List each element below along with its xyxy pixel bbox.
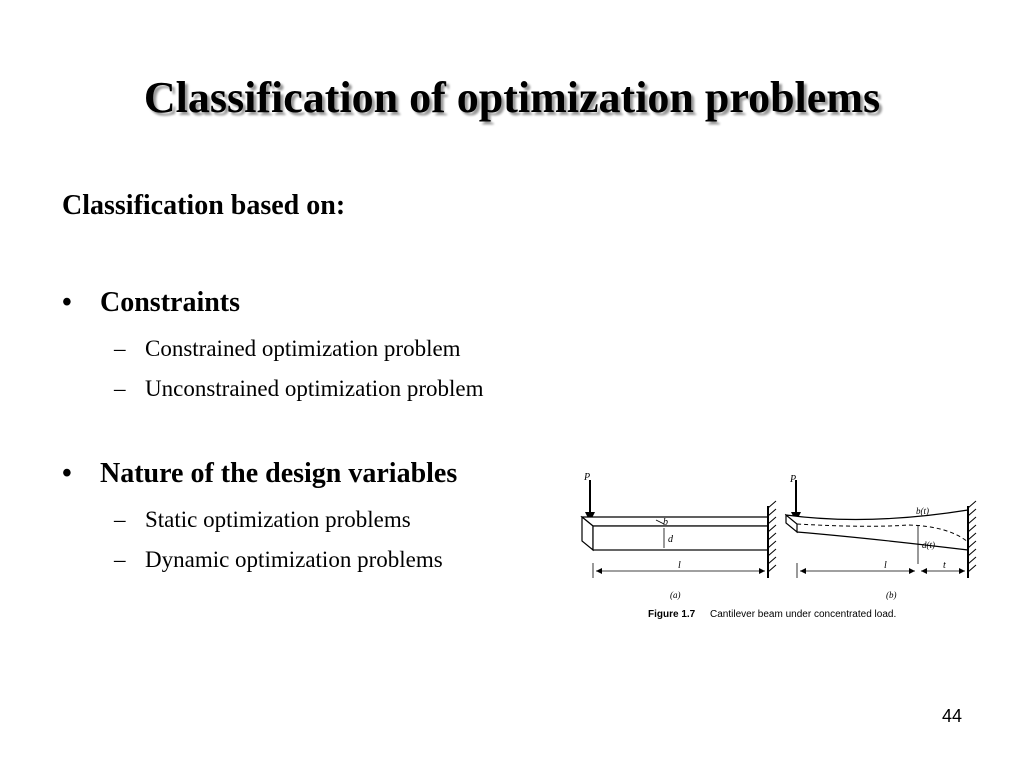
sub-item-label: Constrained optimization problem — [145, 336, 461, 361]
load-label-a: P — [583, 472, 590, 483]
cantilever-beam-figure: P b d l (a) P b(t) d(t) l t (b) Figure 1… — [568, 468, 988, 638]
depth-label-b: d(t) — [922, 540, 935, 550]
bullet-glyph: • — [62, 458, 72, 489]
beam-a — [580, 480, 777, 578]
width-label-a: b — [663, 517, 668, 528]
slide-title: Classification of optimization problems — [143, 73, 881, 122]
dash-glyph: – — [114, 507, 126, 532]
length-label-a: l — [678, 560, 681, 571]
load-label-b: P — [789, 474, 796, 485]
figure-caption-text: Cantilever beam under concentrated load. — [710, 609, 896, 620]
subfigure-tag-b: (b) — [886, 590, 897, 600]
wall-hatching-a — [767, 500, 777, 573]
figure-drawing: P b d l (a) P b(t) d(t) l t (b) Figure 1… — [580, 472, 977, 620]
bullet-glyph: • — [62, 287, 72, 318]
depth-label-a: d — [668, 534, 674, 545]
length-label-b: l — [884, 560, 887, 571]
bullet-label: Nature of the design variables — [100, 458, 458, 489]
width-label-b: b(t) — [916, 506, 929, 516]
dash-glyph: – — [114, 336, 126, 361]
sub-item-label: Unconstrained optimization problem — [145, 376, 484, 401]
dash-glyph: – — [114, 376, 126, 401]
sub-item-label: Dynamic optimization problems — [145, 547, 443, 572]
position-label-b: t — [943, 560, 946, 571]
page-number: 44 — [941, 706, 962, 726]
figure-caption-number: Figure 1.7 — [648, 609, 696, 620]
classification-heading: Classification based on: — [62, 190, 346, 221]
bullet-label: Constraints — [100, 287, 241, 318]
subfigure-tag-a: (a) — [670, 590, 681, 600]
sub-item-label: Static optimization problems — [145, 507, 411, 532]
beam-b — [784, 480, 977, 578]
wall-hatching-b — [967, 500, 977, 573]
dash-glyph: – — [114, 547, 126, 572]
